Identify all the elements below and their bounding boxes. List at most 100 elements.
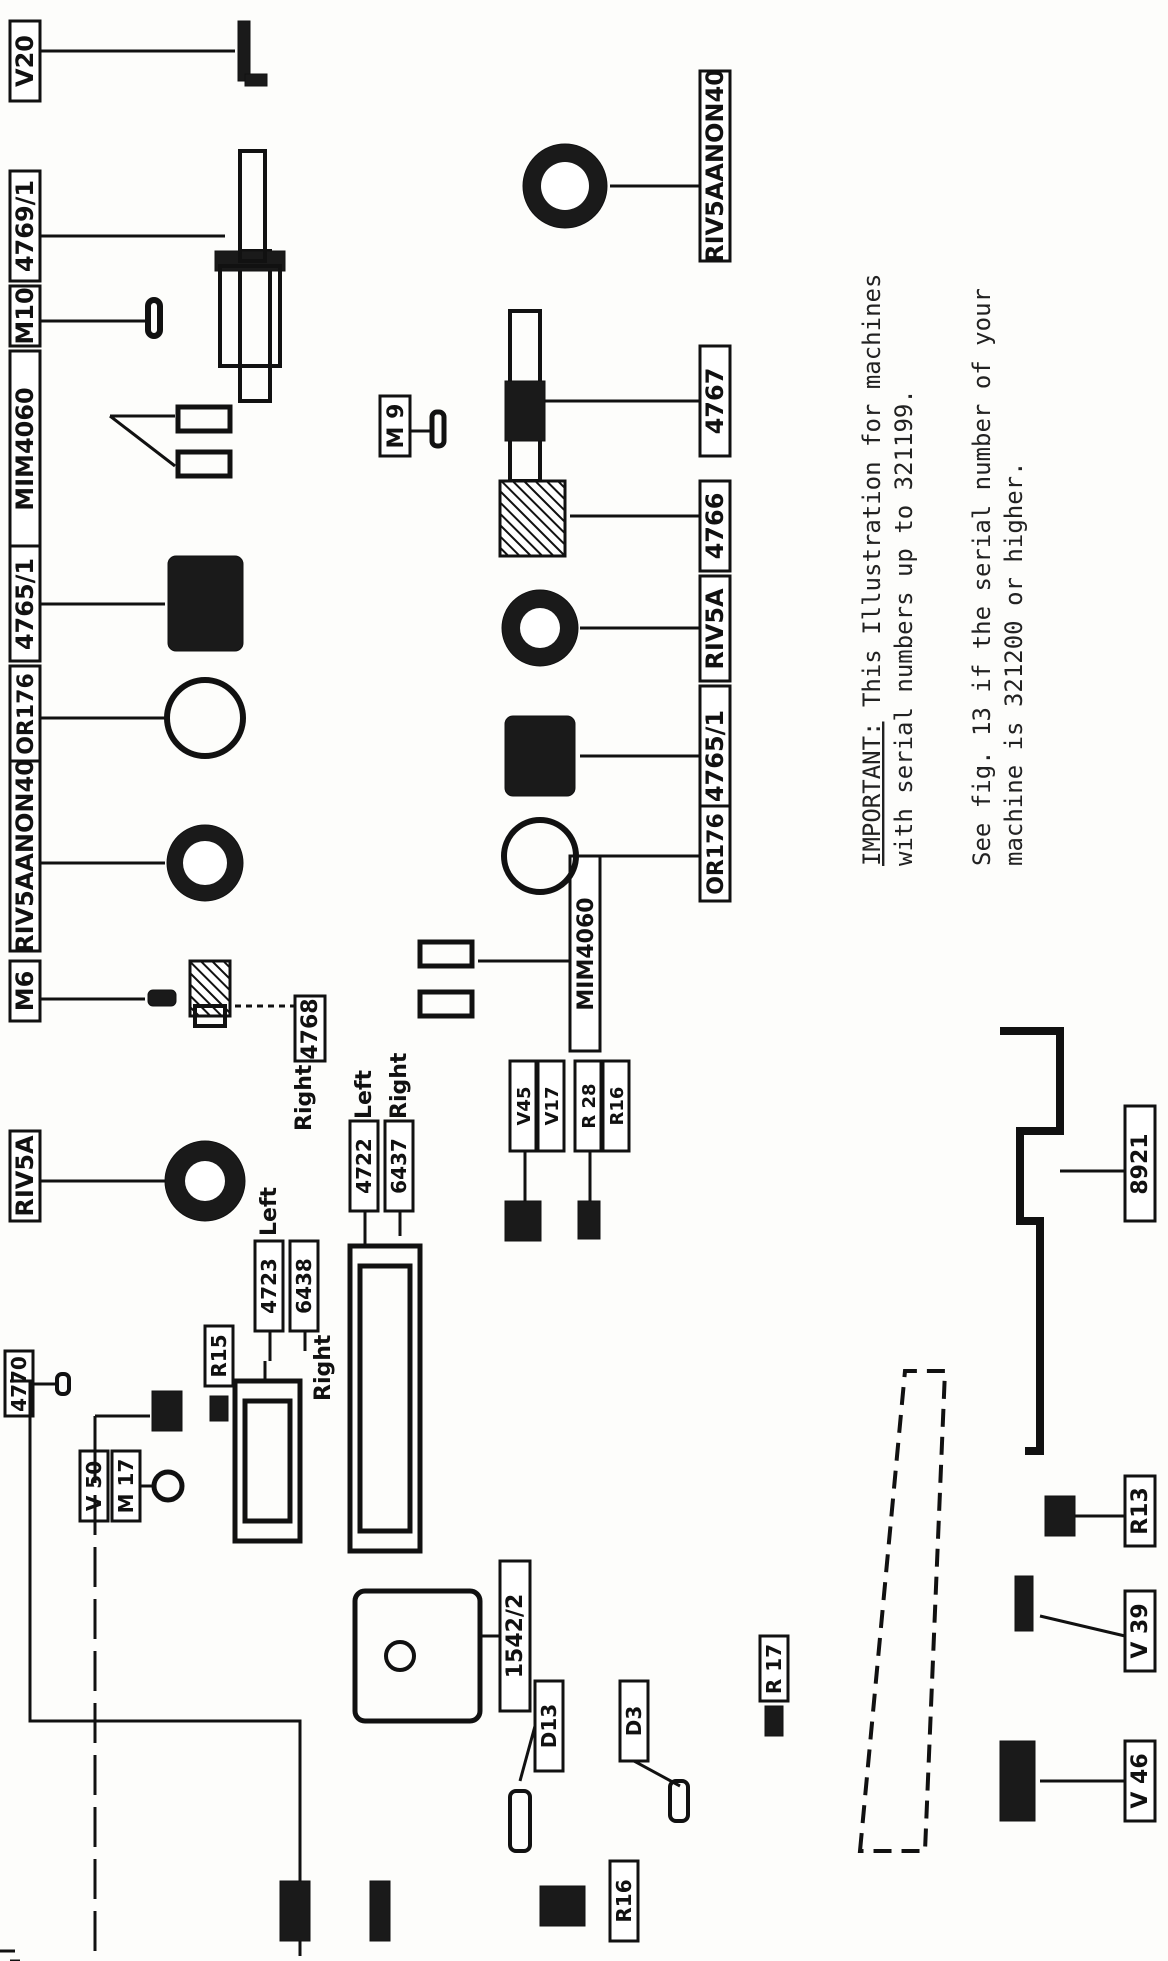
part-or176-right: OR176 (501, 804, 732, 903)
part-m9: M 9 (378, 394, 447, 458)
shaft-4769-1-tip (238, 149, 267, 263)
label-box-m9 (378, 394, 412, 458)
shaft-4769-1-upper (238, 249, 272, 403)
part-r16-bottom: R16 (539, 1859, 640, 1943)
label-4765-1-right: 4765/1 (701, 710, 729, 802)
label-box-m10 (8, 284, 42, 348)
part-d13: D13 (508, 1679, 565, 1853)
frame-post-b (369, 1880, 391, 1942)
screw-v46 (999, 1740, 1036, 1822)
label-8921: 8921 (1128, 1133, 1153, 1194)
leader-v39 (1039, 1614, 1126, 1638)
block-4766 (498, 479, 567, 558)
label-4765-1-top: 4765/1 (11, 558, 39, 650)
label-m17: M 17 (114, 1459, 138, 1514)
part-mim4060-top: MIM4060 (8, 349, 233, 548)
label-box-r17 (758, 1634, 790, 1703)
part-4768: 4768 (188, 959, 327, 1063)
label-m10: M10 (11, 287, 39, 344)
o-ring-or176-top (164, 677, 246, 759)
part-4769-1: 4769/1 (8, 149, 286, 403)
label-4766: 4766 (701, 493, 729, 560)
plate-1542-2-hole (384, 1640, 416, 1672)
part-r13: R13 (1044, 1474, 1157, 1548)
leader-mim4060-top-b (109, 414, 176, 468)
bearing-rivsaanon40-top-inner (183, 841, 227, 885)
shaft-4769-1-body (218, 264, 282, 368)
bracket-8921 (1000, 1027, 1064, 1455)
o-ring-or176-right (501, 817, 579, 895)
part-4770: 4770 (3, 1349, 71, 1418)
label-d13: D13 (537, 1704, 561, 1748)
pin-r16-bot (539, 1885, 586, 1927)
pin-m9 (429, 409, 447, 449)
important-note: IMPORTANT: This Illustration for machine… (858, 274, 1028, 866)
label-rivsa-right: RIV5A (701, 588, 729, 670)
part-dashed-bar (857, 1369, 948, 1853)
frame-post-a (279, 1880, 311, 1942)
label-left-1: Left (257, 1186, 282, 1236)
dashed-bar-outline (857, 1369, 948, 1853)
shaft-4767-hub (504, 380, 546, 442)
label-box-rivsaanon40-top (8, 759, 42, 953)
part-mim4060-mid: MIM4060 (417, 854, 602, 1053)
label-right-1: Right (292, 1064, 317, 1131)
part-r28-r16: R 28 R16 (573, 1059, 631, 1240)
label-r13: R13 (1128, 1487, 1153, 1535)
label-1542-2: 1542/2 (503, 1594, 528, 1679)
part-rivsaanon40-top: RIV5AANON40 (8, 759, 244, 953)
block-4768-tab (193, 1004, 227, 1028)
label-rivsaanon40-right: RIV5AANON40 (701, 69, 729, 263)
part-r15: R15 (203, 1324, 235, 1422)
label-v45: V45 (514, 1087, 535, 1126)
part-m6: M6 (8, 959, 177, 1023)
plate-1542-2 (352, 1588, 483, 1724)
label-6437: 6437 (387, 1138, 411, 1194)
leader-d13 (518, 1725, 537, 1782)
label-4767: 4767 (701, 368, 729, 435)
bearing-rivsaanon40-right-inner (541, 162, 589, 210)
key-mim4060-mid-b (417, 989, 475, 1019)
label-right-2: Right (387, 1052, 412, 1119)
label-4770: 4770 (7, 1356, 31, 1412)
frame-edge (0, 1949, 20, 1961)
label-box-4766 (698, 479, 732, 573)
note-line-1: IMPORTANT: This Illustration for machine… (858, 274, 886, 866)
part-d3: D3 (618, 1679, 690, 1823)
label-box-4767 (698, 344, 732, 458)
pin-r17 (764, 1705, 784, 1737)
pin-r28 (577, 1200, 601, 1240)
part-rivsa-top: RIV5A (8, 1129, 246, 1223)
screw-v50 (151, 1390, 183, 1432)
part-1542-2: 1542/2 (352, 1559, 532, 1724)
label-box-v17 (536, 1059, 566, 1153)
key-mim4060-mid-a (417, 939, 475, 969)
label-box-r28 (573, 1059, 603, 1153)
label-box-m6 (8, 959, 42, 1023)
part-4765-1-right: 4765/1 (504, 684, 732, 828)
label-right-1b: Right (311, 1334, 336, 1401)
label-v46: V 46 (1128, 1753, 1153, 1808)
coupling-4765-1-top (167, 555, 244, 652)
label-or176-top: OR176 (14, 673, 39, 755)
part-r17: R 17 (758, 1634, 790, 1737)
label-r17: R 17 (762, 1644, 786, 1694)
label-box-r15 (203, 1324, 235, 1388)
label-box-rivsa-right (698, 574, 732, 683)
label-d3: D3 (622, 1706, 646, 1737)
part-4766: 4766 (498, 479, 732, 573)
label-4722: 4722 (352, 1138, 376, 1194)
nut-m17 (151, 1469, 185, 1503)
note-line-4: machine is 321200 or higher. (1000, 461, 1028, 866)
label-v17: V17 (542, 1087, 563, 1126)
label-r28: R 28 (579, 1083, 600, 1128)
label-mim4060-top: MIM4060 (11, 387, 39, 511)
label-m9: M 9 (384, 404, 409, 449)
part-v45-v17: V45 V17 (504, 1059, 566, 1242)
pin-r13 (1044, 1495, 1076, 1537)
key-mim4060-top-a (175, 404, 233, 434)
label-box-v46 (1123, 1739, 1157, 1823)
label-4768: 4768 (298, 998, 323, 1059)
